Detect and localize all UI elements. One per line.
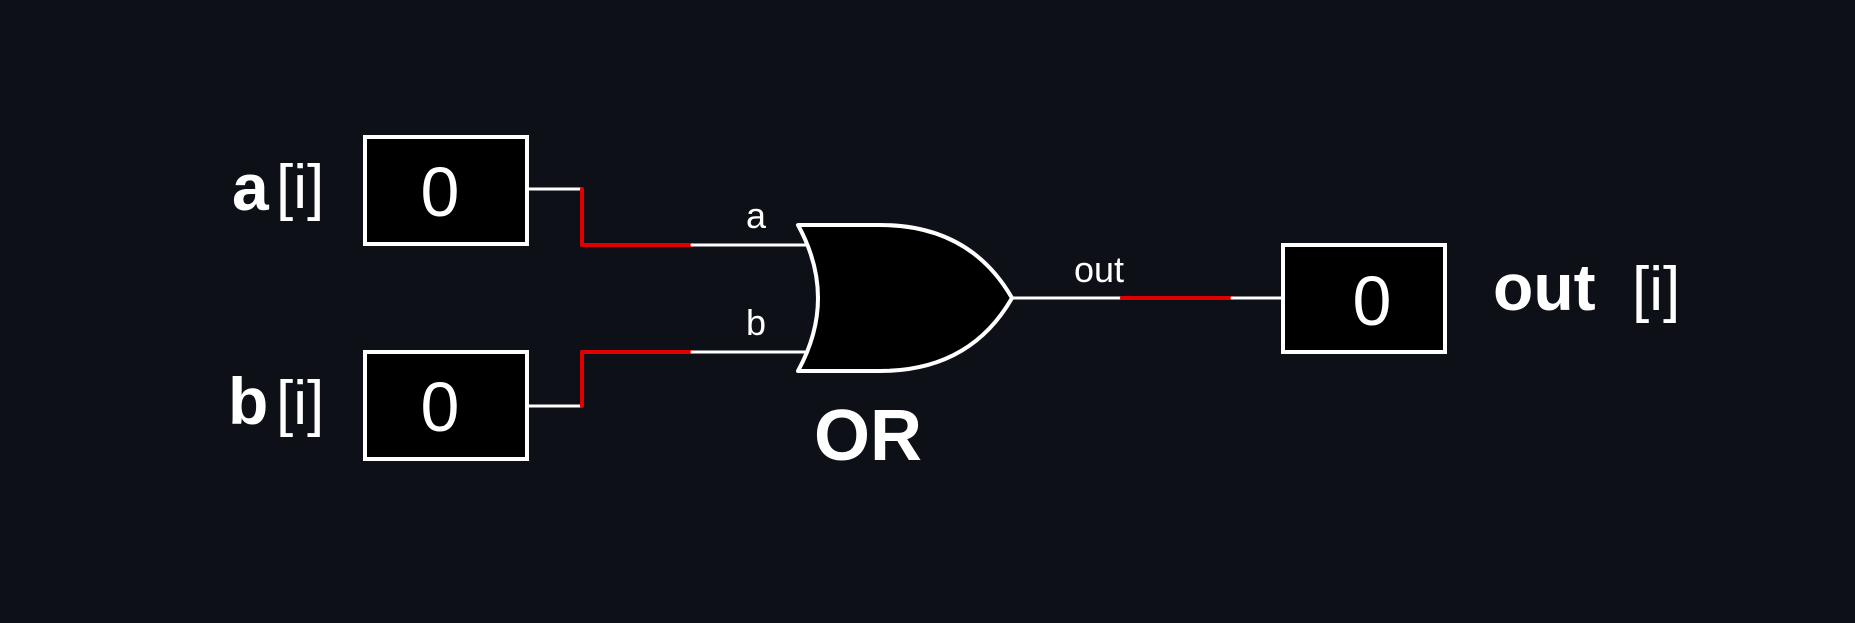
- output-name: out: [1493, 250, 1596, 324]
- pin-b-label: b: [746, 302, 766, 343]
- input-b-index: [i]: [276, 369, 324, 438]
- input-a-value: 0: [421, 153, 460, 231]
- gate-label: OR: [814, 396, 922, 476]
- input-a-box[interactable]: [363, 135, 529, 246]
- input-a-name: a: [232, 150, 270, 224]
- input-a-index: [i]: [276, 153, 324, 222]
- pin-a-label: a: [746, 195, 767, 236]
- output-value: 0: [1353, 262, 1392, 340]
- pin-out-label: out: [1074, 249, 1124, 290]
- input-b-name: b: [228, 364, 268, 438]
- or-gate-symbol[interactable]: [796, 223, 1014, 373]
- input-b-box[interactable]: [363, 350, 529, 461]
- input-b-value: 0: [421, 368, 460, 446]
- output-box[interactable]: [1281, 243, 1447, 354]
- wire-b: [527, 350, 814, 408]
- wire-a: [527, 187, 814, 247]
- output-index: [i]: [1632, 255, 1680, 324]
